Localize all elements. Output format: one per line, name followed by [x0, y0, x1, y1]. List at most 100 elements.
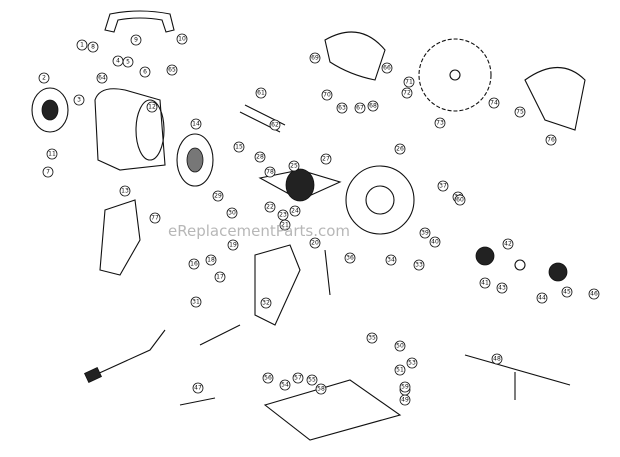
callout-number: 57	[294, 375, 302, 382]
callout-bubble	[437, 180, 449, 192]
callout-number: 47	[194, 385, 202, 392]
callout-bubble	[367, 100, 379, 112]
callout-number: 45	[563, 289, 571, 296]
callout-number: 46	[590, 291, 598, 298]
callout-20: 20	[309, 237, 321, 249]
callout-number: 37	[439, 183, 447, 190]
callout-bubble	[288, 160, 300, 172]
callout-bubble	[176, 33, 188, 45]
callout-18: 18	[205, 254, 217, 266]
gear-housing-part	[345, 165, 415, 235]
callout-23: 23	[277, 209, 289, 221]
callout-number: 20	[311, 240, 319, 247]
callout-bubble	[401, 87, 413, 99]
stator-part	[176, 133, 214, 187]
callout-19: 19	[227, 239, 239, 251]
callout-bubble	[344, 252, 356, 264]
callout-bubble	[399, 381, 411, 393]
callout-number: 60	[456, 197, 464, 204]
callout-bubble	[192, 382, 204, 394]
callout-43: 43	[496, 282, 508, 294]
callout-number: 76	[547, 137, 555, 144]
callout-number: 25	[290, 163, 298, 170]
callout-bubble	[42, 166, 54, 178]
callout-78: 78	[264, 166, 276, 178]
callout-number: 40	[431, 239, 439, 246]
callout-number: 29	[214, 193, 222, 200]
callout-14: 14	[190, 118, 202, 130]
callout-bubble	[279, 379, 291, 391]
callout-bubble	[205, 254, 217, 266]
callout-bubble	[87, 41, 99, 53]
callout-bubble	[545, 134, 557, 146]
callout-bubble	[488, 97, 500, 109]
callout-45: 45	[561, 286, 573, 298]
callout-number: 18	[207, 257, 215, 264]
callout-77: 77	[149, 212, 161, 224]
callout-bubble	[413, 259, 425, 271]
callout-bubble	[226, 207, 238, 219]
callout-bubble	[188, 258, 200, 270]
callout-bubble	[385, 254, 397, 266]
callout-number: 50	[396, 343, 404, 350]
callout-30: 30	[226, 207, 238, 219]
callout-bubble	[292, 372, 304, 384]
callout-bubble	[119, 185, 131, 197]
callout-number: 17	[216, 274, 224, 281]
callout-number: 5	[126, 59, 130, 66]
callout-32: 32	[260, 297, 272, 309]
callout-bubble	[76, 39, 88, 51]
callout-bubble	[214, 271, 226, 283]
callout-16: 16	[188, 258, 200, 270]
callout-number: 26	[396, 146, 404, 153]
callout-31: 31	[190, 296, 202, 308]
callout-12: 12	[146, 101, 158, 113]
callout-number: 43	[498, 285, 506, 292]
callout-9: 9	[130, 34, 142, 46]
callout-number: 4	[116, 58, 120, 65]
callout-number: 8	[91, 44, 95, 51]
callout-50: 50	[394, 340, 406, 352]
parts-drawings	[31, 10, 586, 441]
callout-55: 55	[306, 374, 318, 386]
callout-bubble	[96, 72, 108, 84]
callout-bubble	[260, 297, 272, 309]
callout-number: 62	[271, 122, 279, 129]
callout-number: 51	[396, 367, 404, 374]
callout-76: 76	[545, 134, 557, 146]
callout-number: 48	[493, 356, 501, 363]
callout-11: 11	[46, 148, 58, 160]
callout-bubble	[394, 364, 406, 376]
callout-35: 35	[366, 332, 378, 344]
callout-3: 3	[73, 94, 85, 106]
callout-39: 39	[419, 227, 431, 239]
callout-number: 1	[80, 42, 84, 49]
callout-number: 15	[235, 144, 243, 151]
callout-73: 73	[434, 117, 446, 129]
callout-44: 44	[536, 292, 548, 304]
callout-58: 58	[315, 383, 327, 395]
callout-17: 17	[214, 271, 226, 283]
callout-bubble	[403, 76, 415, 88]
callout-number: 7	[46, 169, 50, 176]
callout-bubble	[269, 119, 281, 131]
callout-bubble	[429, 236, 441, 248]
end-cap-part	[31, 87, 69, 133]
callout-40: 40	[429, 236, 441, 248]
callout-53: 53	[406, 357, 418, 369]
callout-7: 7	[42, 166, 54, 178]
callout-47: 47	[192, 382, 204, 394]
callout-27: 27	[320, 153, 332, 165]
callout-bubble	[496, 282, 508, 294]
callout-bubble	[254, 151, 266, 163]
callout-number: 33	[415, 262, 423, 269]
callout-68: 68	[367, 100, 379, 112]
callout-bubble	[264, 166, 276, 178]
callout-56: 56	[262, 372, 274, 384]
callout-bubble	[233, 141, 245, 153]
callout-26: 26	[394, 143, 406, 155]
callout-number: 19	[229, 242, 237, 249]
callout-bubble	[315, 383, 327, 395]
callout-6: 6	[139, 66, 151, 78]
callout-69: 69	[309, 52, 321, 64]
